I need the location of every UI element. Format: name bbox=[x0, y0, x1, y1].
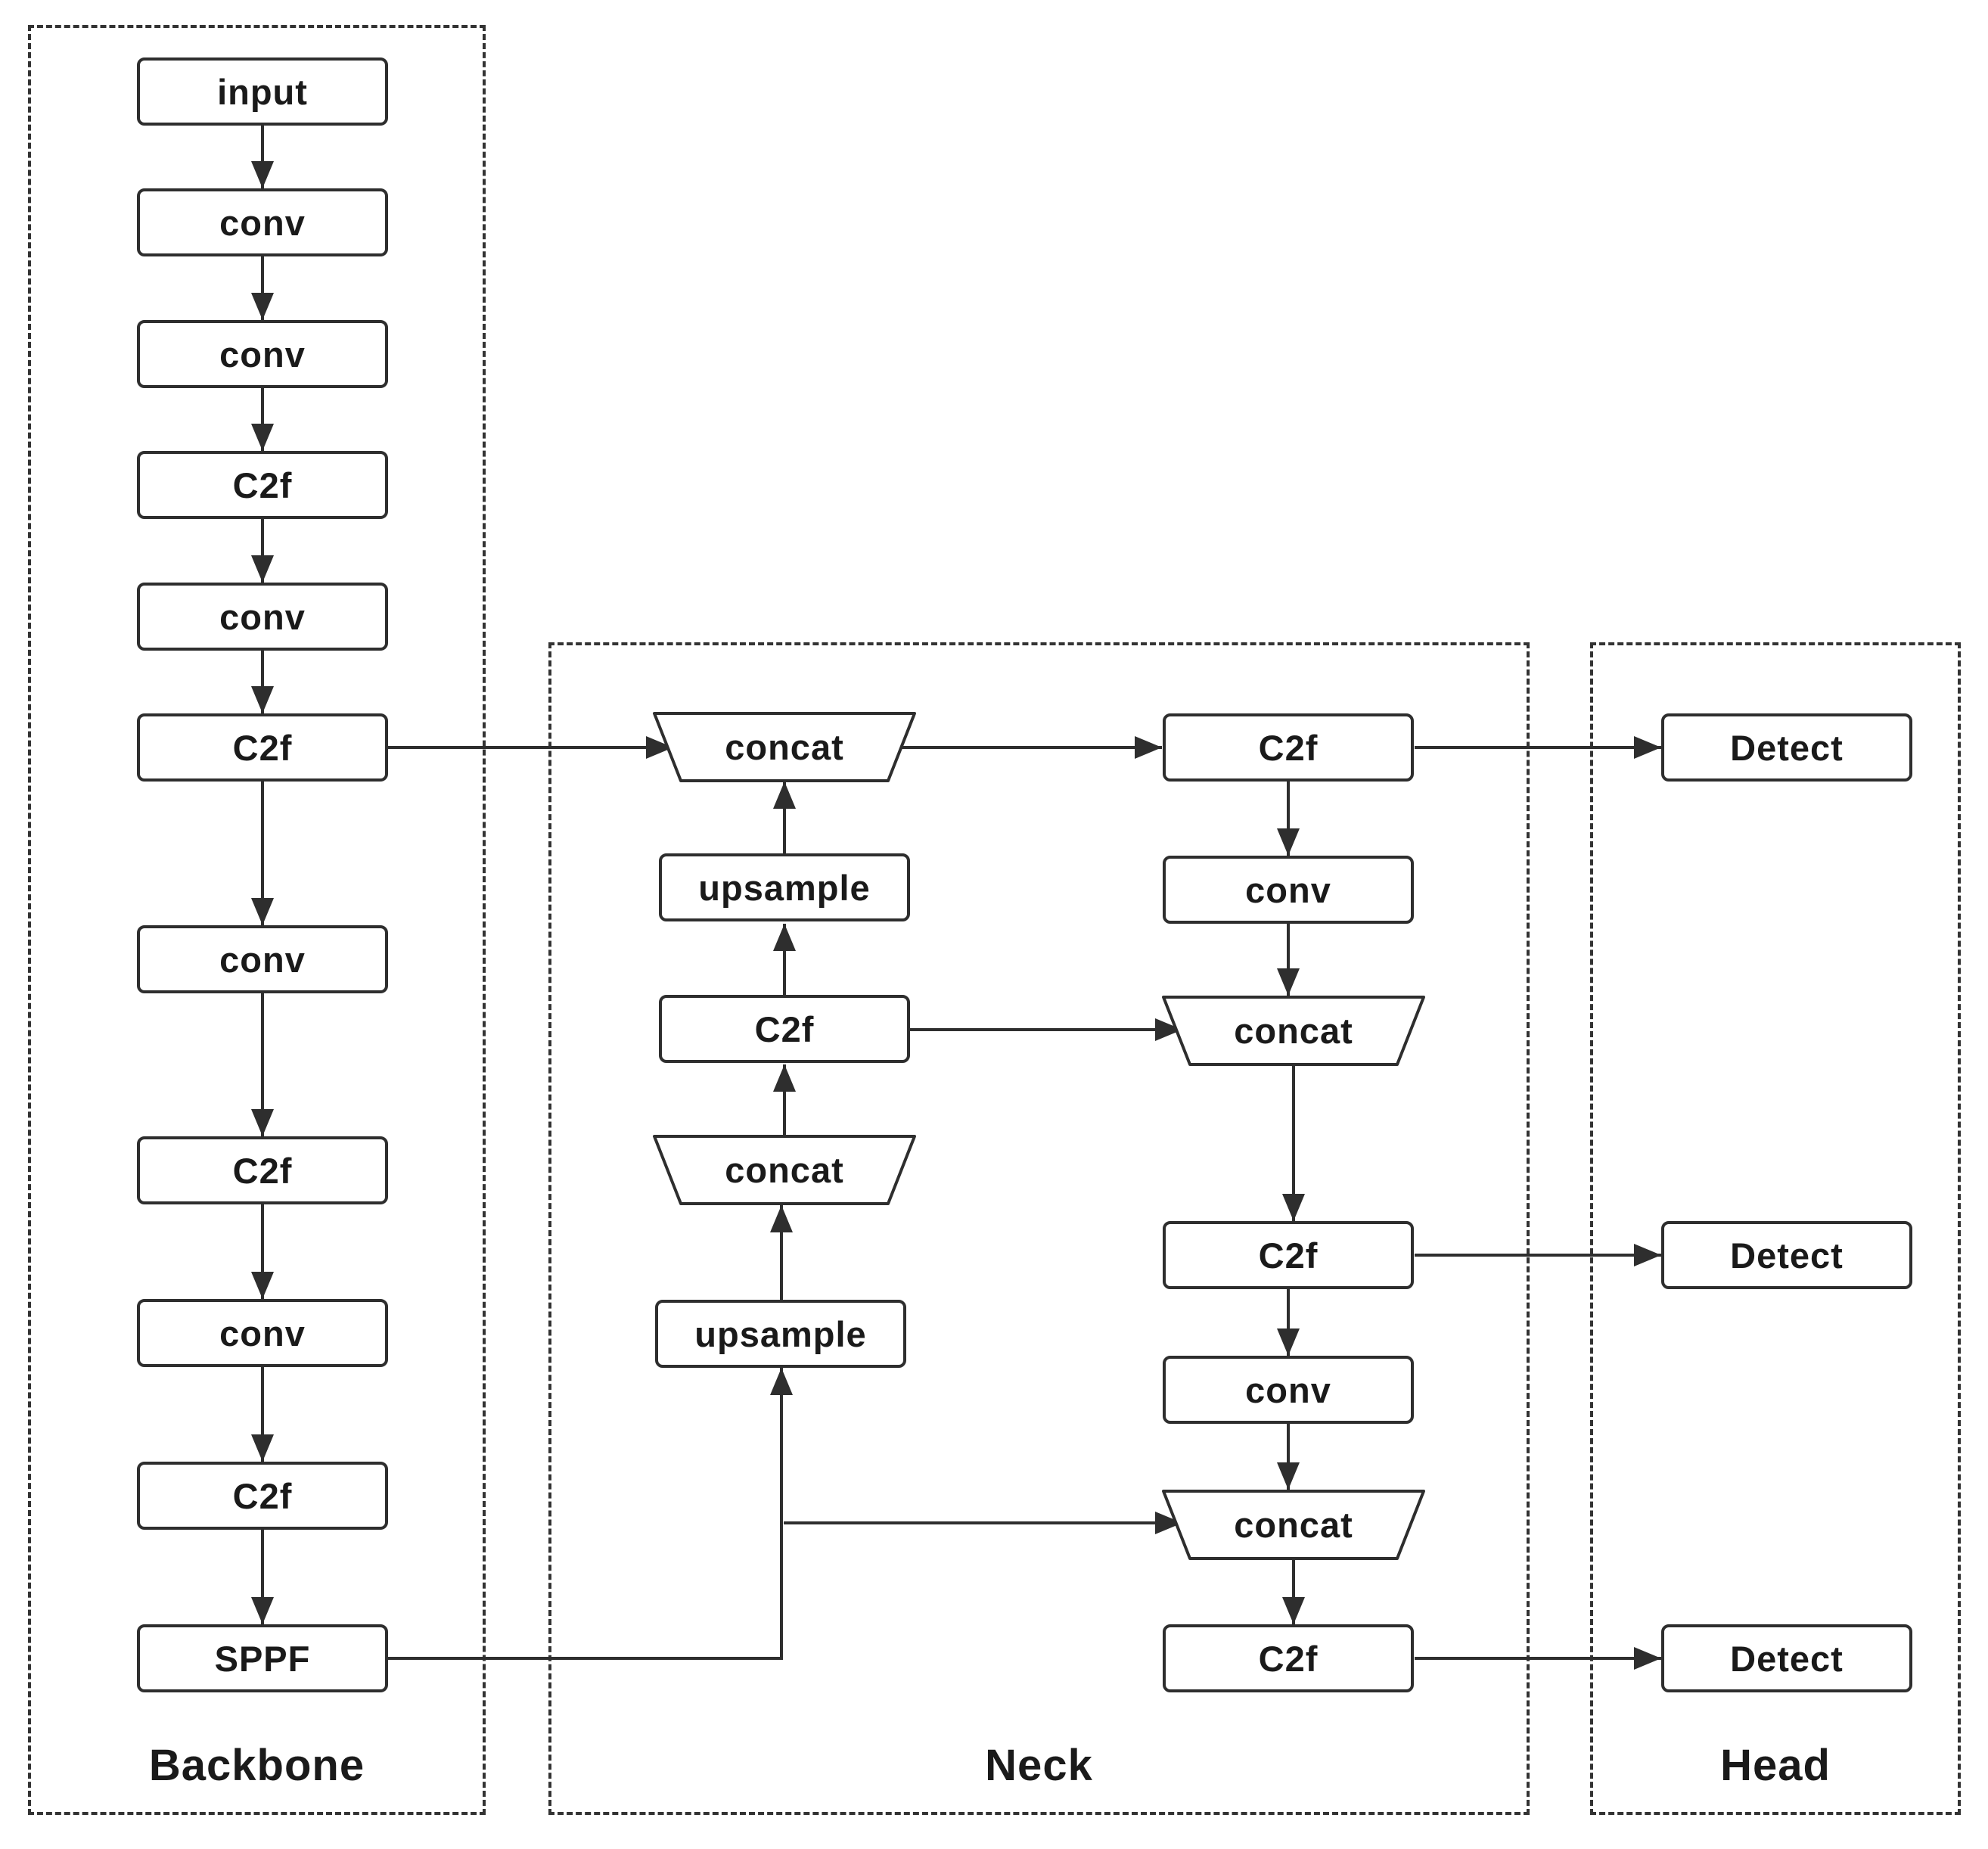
backbone-section bbox=[28, 25, 486, 1815]
node-sppf: SPPF bbox=[137, 1624, 388, 1692]
node-conv: conv bbox=[137, 925, 388, 993]
concat-label: concat bbox=[1234, 1505, 1353, 1545]
node-concat: concat bbox=[653, 1135, 916, 1205]
concat-trapezoid-shape bbox=[653, 1135, 916, 1205]
node-c2f: C2f bbox=[137, 1462, 388, 1530]
node-c2f: C2f bbox=[1163, 1624, 1414, 1692]
concat-trapezoid-shape bbox=[1162, 1490, 1425, 1560]
concat-label: concat bbox=[1234, 1011, 1353, 1051]
node-c2f: C2f bbox=[1163, 1221, 1414, 1289]
node-conv: conv bbox=[137, 320, 388, 388]
edge-sppf-branch bbox=[388, 1368, 793, 1660]
node-c2f: C2f bbox=[137, 1136, 388, 1204]
node-concat: concat bbox=[653, 712, 916, 782]
node-c2f: C2f bbox=[659, 995, 910, 1063]
node-conv: conv bbox=[137, 583, 388, 651]
node-upsample: upsample bbox=[659, 853, 910, 921]
backbone-label: Backbone bbox=[148, 1741, 365, 1790]
node-input: input bbox=[137, 57, 388, 126]
node-conv: conv bbox=[137, 188, 388, 256]
node-detect: Detect bbox=[1661, 713, 1912, 782]
node-c2f: C2f bbox=[137, 451, 388, 519]
node-conv: conv bbox=[137, 1299, 388, 1367]
node-concat: concat bbox=[1162, 1490, 1425, 1560]
concat-label: concat bbox=[725, 1150, 844, 1190]
neck-label: Neck bbox=[985, 1741, 1093, 1790]
head-section bbox=[1590, 642, 1961, 1815]
node-conv: conv bbox=[1163, 856, 1414, 924]
node-upsample: upsample bbox=[655, 1300, 906, 1368]
node-conv: conv bbox=[1163, 1356, 1414, 1424]
concat-label: concat bbox=[725, 727, 844, 767]
neck-section bbox=[548, 642, 1530, 1815]
node-detect: Detect bbox=[1661, 1624, 1912, 1692]
node-detect: Detect bbox=[1661, 1221, 1912, 1289]
concat-trapezoid-shape bbox=[1162, 996, 1425, 1066]
node-concat: concat bbox=[1162, 996, 1425, 1066]
node-c2f: C2f bbox=[137, 713, 388, 782]
head-label: Head bbox=[1720, 1741, 1831, 1790]
node-c2f: C2f bbox=[1163, 713, 1414, 782]
concat-trapezoid-shape bbox=[653, 712, 916, 782]
